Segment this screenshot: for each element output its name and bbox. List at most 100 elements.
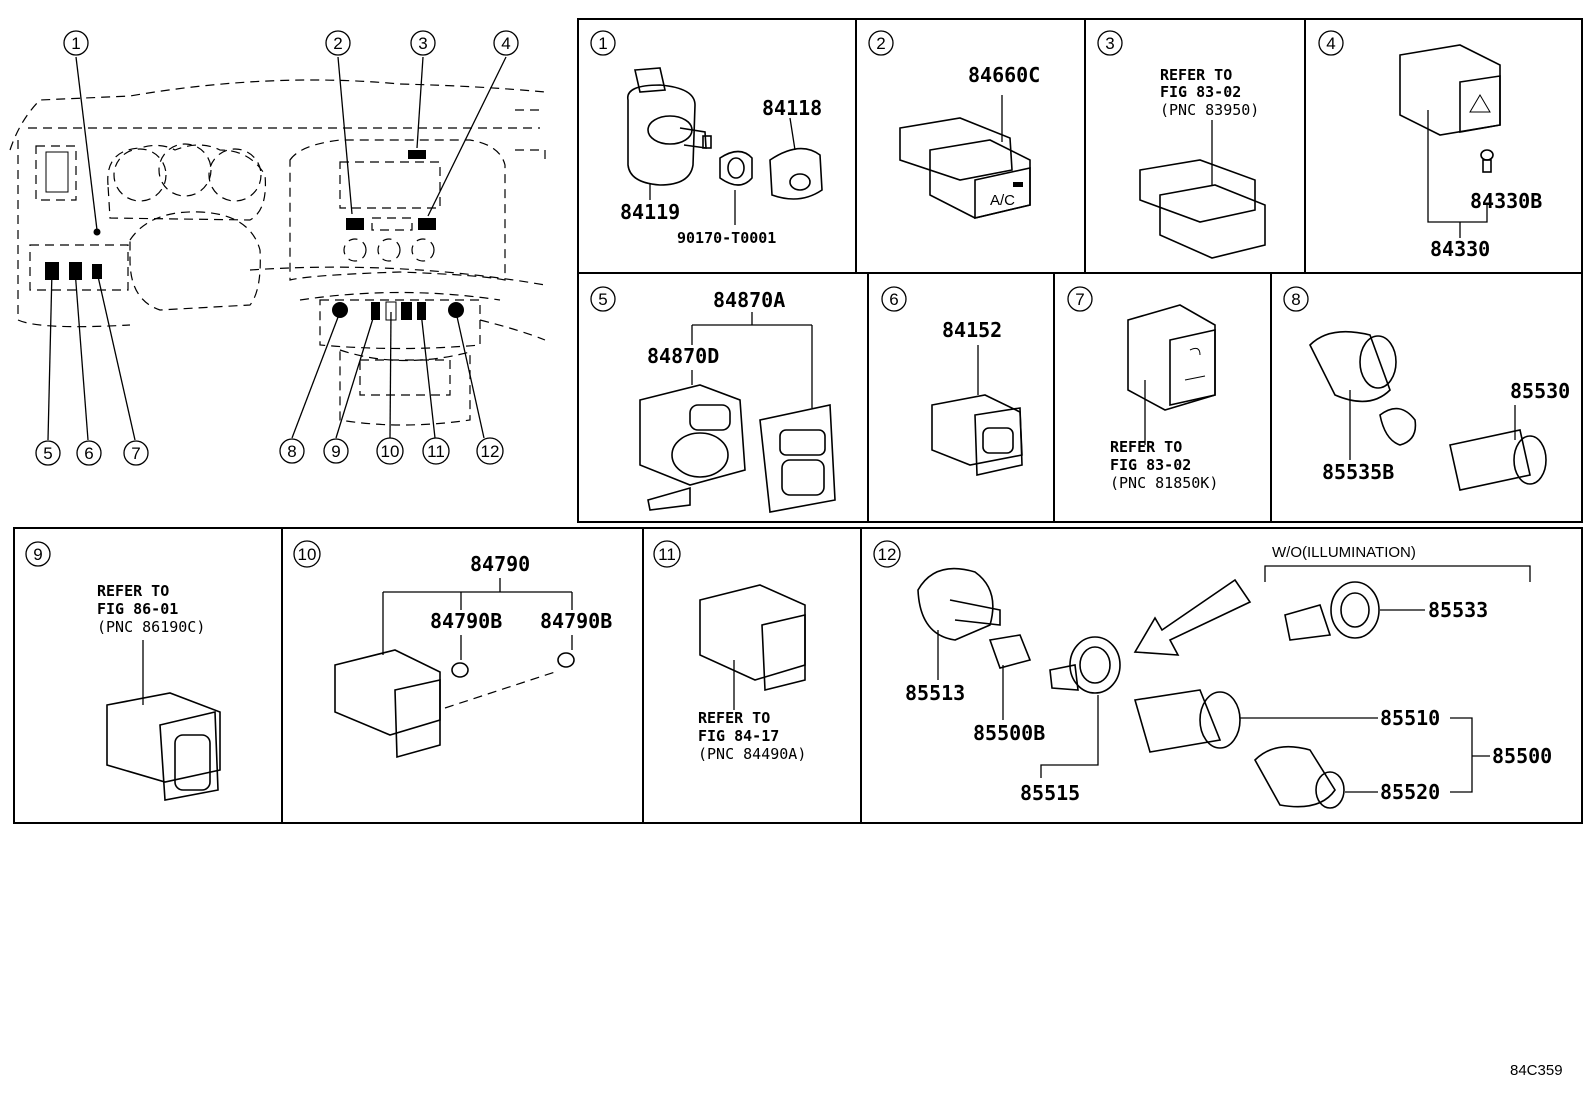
- svg-text:REFER TO: REFER TO: [97, 582, 169, 600]
- panel-4: 4 84330B 84330: [1318, 30, 1542, 261]
- svg-text:3: 3: [418, 34, 427, 53]
- svg-text:6: 6: [84, 444, 93, 463]
- svg-text:84330: 84330: [1430, 237, 1490, 261]
- svg-text:(PNC 83950): (PNC 83950): [1160, 101, 1259, 119]
- ac-switch-drawing: A/C: [899, 117, 1031, 220]
- svg-text:FIG 84-17: FIG 84-17: [698, 727, 779, 745]
- overview-callouts: 1 2 3 4 5 6 7 8 9 10 11 12: [35, 30, 519, 466]
- socket-drawing-85533: [1284, 581, 1380, 641]
- lighter-plug-drawing: [1254, 745, 1345, 809]
- svg-text:5: 5: [43, 444, 52, 463]
- switch-drawing-3: [1139, 159, 1266, 259]
- callout-7: 7: [123, 440, 149, 466]
- switch-drawing-10: [334, 649, 441, 759]
- switch-11-marker: [417, 302, 426, 320]
- panel-3: 3 REFER TO FIG 83-02 (PNC 83950): [1097, 30, 1266, 259]
- panel-11: 11 REFER TO FIG 84-17 (PNC 84490A): [653, 540, 806, 763]
- svg-text:3: 3: [1105, 34, 1114, 53]
- svg-text:FIG 83-02: FIG 83-02: [1160, 83, 1241, 101]
- callout-8: 8: [279, 438, 305, 464]
- svg-text:FIG 83-02: FIG 83-02: [1110, 456, 1191, 474]
- bulb-drawing: [1480, 149, 1494, 173]
- switch-4-marker: [418, 218, 436, 230]
- callout-1: 1: [63, 30, 89, 56]
- switch-drawing-6: [931, 394, 1023, 476]
- panel-8: 8 85530 85535B: [1283, 286, 1570, 491]
- svg-text:2: 2: [876, 34, 885, 53]
- callout-11: 11: [422, 437, 450, 465]
- svg-text:85533: 85533: [1428, 598, 1488, 622]
- svg-text:84790B: 84790B: [540, 609, 612, 633]
- callout-4: 4: [493, 30, 519, 56]
- svg-text:85500B: 85500B: [973, 721, 1045, 745]
- svg-text:REFER TO: REFER TO: [698, 709, 770, 727]
- callout-10: 10: [376, 437, 404, 465]
- svg-text:84330B: 84330B: [1470, 189, 1542, 213]
- svg-text:11: 11: [658, 545, 676, 564]
- switch-drawing-9: [106, 692, 221, 801]
- callout-12: 12: [476, 437, 504, 465]
- svg-text:2: 2: [333, 34, 342, 53]
- lighter-socket-drawing: [1133, 689, 1241, 753]
- dashboard-overview: 1 2 3 4 5 6 7 8 9 10 11 12: [9, 30, 546, 466]
- svg-text:9: 9: [33, 545, 42, 564]
- svg-text:FIG 86-01: FIG 86-01: [97, 600, 178, 618]
- svg-text:85520: 85520: [1380, 780, 1440, 804]
- svg-text:12: 12: [878, 545, 897, 564]
- panel-2: 2 A/C 84660C: [868, 30, 1040, 220]
- svg-text:5: 5: [598, 290, 607, 309]
- svg-text:8: 8: [1291, 290, 1300, 309]
- callout-3: 3: [410, 30, 436, 56]
- svg-text:84660C: 84660C: [968, 63, 1040, 87]
- svg-text:7: 7: [1075, 290, 1084, 309]
- bulb-holder-drawing: [988, 634, 1032, 669]
- switch-9-marker: [371, 302, 380, 320]
- svg-text:84870D: 84870D: [647, 344, 719, 368]
- panel-1: 1 84118 84119 90170-T0001: [590, 30, 823, 247]
- rotary-switch-drawing: [627, 67, 712, 186]
- switch-2-marker: [346, 218, 364, 230]
- svg-text:4: 4: [1326, 34, 1335, 53]
- callout-5: 5: [35, 440, 61, 466]
- svg-text:(PNC 86190C): (PNC 86190C): [97, 618, 205, 636]
- switch-7-marker: [92, 264, 102, 279]
- switch-drawing-11: [699, 584, 806, 692]
- svg-text:85510: 85510: [1380, 706, 1440, 730]
- panel-7: 7 REFER TO FIG 83-02 (PNC 81850K): [1067, 286, 1218, 492]
- callout-9: 9: [323, 438, 349, 464]
- svg-text:A/C: A/C: [990, 192, 1015, 209]
- svg-text:84790: 84790: [470, 552, 530, 576]
- callout-2: 2: [325, 30, 351, 56]
- callout-6: 6: [76, 440, 102, 466]
- svg-text:6: 6: [889, 290, 898, 309]
- svg-text:84152: 84152: [942, 318, 1002, 342]
- svg-text:85530: 85530: [1510, 379, 1570, 403]
- svg-text:85513: 85513: [905, 681, 965, 705]
- switch-drawing-7: [1127, 304, 1216, 411]
- svg-text:84118: 84118: [762, 96, 822, 120]
- svg-text:90170-T0001: 90170-T0001: [677, 229, 776, 247]
- svg-text:7: 7: [131, 444, 140, 463]
- svg-text:1: 1: [598, 34, 607, 53]
- plug-drawing-8: [1449, 429, 1547, 491]
- svg-text:85500: 85500: [1492, 744, 1552, 768]
- svg-text:12: 12: [481, 442, 500, 461]
- ring-drawing: [1049, 636, 1121, 694]
- socket-drawing-85513: [917, 567, 1001, 641]
- svg-text:9: 9: [331, 442, 340, 461]
- svg-text:(PNC 81850K): (PNC 81850K): [1110, 474, 1218, 492]
- switch-10-marker: [401, 302, 412, 320]
- svg-text:84790B: 84790B: [430, 609, 502, 633]
- panel-9: 9 REFER TO FIG 86-01 (PNC 86190C): [25, 541, 221, 801]
- switch-3-marker: [408, 150, 426, 159]
- svg-text:10: 10: [381, 442, 400, 461]
- svg-text:85515: 85515: [1020, 781, 1080, 805]
- svg-text:4: 4: [501, 34, 510, 53]
- svg-text:1: 1: [71, 34, 80, 53]
- nut-drawing: [719, 150, 753, 186]
- knob-drawing: [769, 147, 823, 200]
- socket-drawing-8: [1309, 330, 1417, 446]
- panel-grid: [13, 18, 1583, 824]
- svg-text:84870A: 84870A: [713, 288, 785, 312]
